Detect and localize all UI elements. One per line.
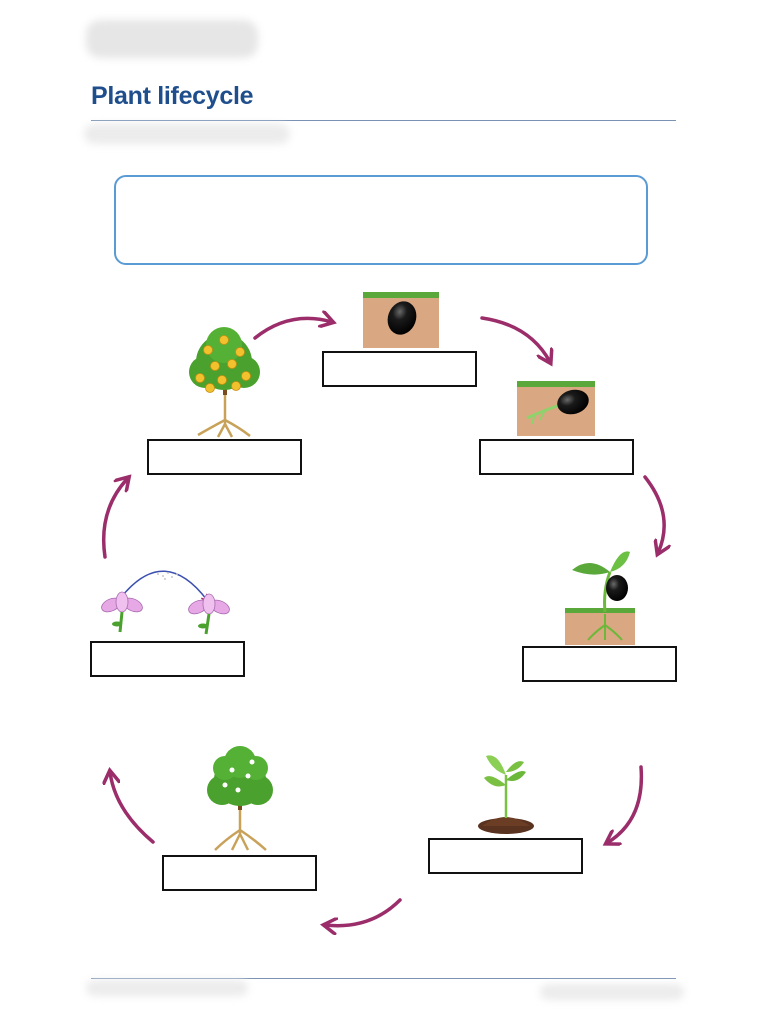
footer-divider: [91, 978, 676, 979]
page-title: Plant lifecycle: [91, 82, 254, 110]
instruction-box: [114, 175, 648, 265]
arrow-seedling-to-adult: [325, 898, 402, 926]
germinating-seed-picture: [517, 381, 595, 436]
seedling-picture: [478, 755, 534, 834]
sprout-picture: [565, 551, 635, 645]
redacted-footer-right: [540, 984, 684, 1000]
cycle-arrows: [104, 318, 664, 926]
flower-right: [188, 593, 230, 635]
redacted-subheader: [84, 124, 290, 144]
answer-box-adult-plant[interactable]: [162, 855, 317, 891]
answer-box-germination[interactable]: [479, 439, 634, 475]
arrow-fruit-to-seed: [253, 318, 332, 340]
answer-box-fruiting-plant[interactable]: [147, 439, 302, 475]
redacted-header: [86, 20, 258, 58]
seed-in-soil-picture: [363, 292, 439, 348]
flower-left: [101, 591, 143, 633]
answer-box-seedling[interactable]: [428, 838, 583, 874]
answer-box-pollination[interactable]: [90, 641, 245, 677]
answer-box-sprout[interactable]: [522, 646, 677, 682]
fruit-tree-picture: [189, 327, 260, 438]
header-divider: [91, 120, 676, 121]
arrow-adult-to-pollination: [110, 772, 155, 844]
arrow-seed-to-germination: [480, 316, 550, 362]
arrow-pollination-to-fruit: [101, 478, 128, 559]
redacted-footer-left: [86, 980, 248, 996]
answer-box-seed[interactable]: [322, 351, 477, 387]
flowering-plant-picture: [207, 746, 273, 851]
arrow-germination-to-sprout: [643, 475, 664, 553]
pollination-picture: [101, 570, 230, 635]
arrow-sprout-to-seedling: [607, 765, 644, 843]
